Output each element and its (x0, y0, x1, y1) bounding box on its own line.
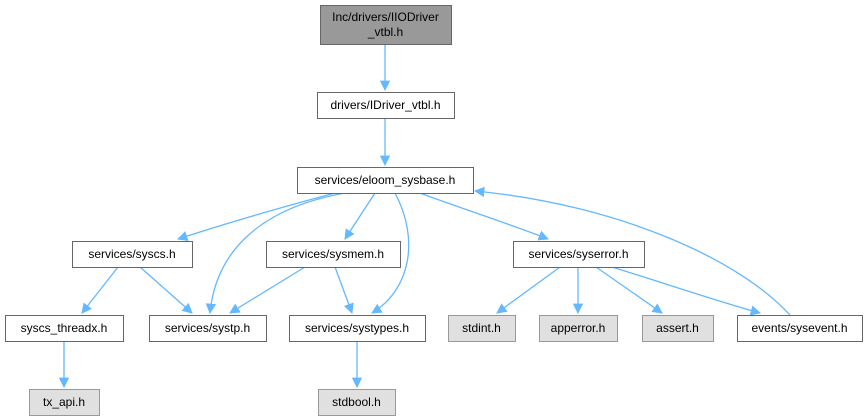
node-box (737, 315, 863, 342)
node-label: _vtbl.h (367, 25, 403, 39)
node-sysmem[interactable]: services/sysmem.h (266, 241, 401, 268)
node-label: assert.h (656, 321, 699, 335)
edge-sysbase-to-systypes (371, 192, 410, 314)
node-syscs_threadx[interactable]: syscs_threadx.h (5, 315, 124, 342)
node-box (266, 241, 401, 268)
edge-sysevent-to-sysbase (473, 186, 791, 316)
node-stdint: stdint.h (448, 315, 516, 342)
edge-sysbase-to-syscs (177, 192, 336, 242)
node-iiodriver: Inc/drivers/IIODriver_vtbl.h (320, 5, 452, 45)
node-box (149, 315, 267, 342)
node-box (318, 389, 396, 416)
node-tx_api: tx_api.h (29, 389, 100, 416)
node-label: stdbool.h (332, 395, 381, 409)
node-systp[interactable]: services/systp.h (149, 315, 267, 342)
node-label: services/sysmem.h (282, 247, 384, 261)
nodes-layer: Inc/drivers/IIODriver_vtbl.h drivers/IDri… (5, 5, 863, 416)
node-label: Inc/drivers/IIODriver (332, 10, 439, 24)
edge-sysmem-to-systypes (334, 266, 354, 314)
node-label: events/sysevent.h (751, 321, 847, 335)
node-box (72, 241, 193, 268)
edge-syserror-to-assert (595, 266, 663, 314)
node-box (5, 315, 124, 342)
edge-syserror-to-stdint (496, 266, 561, 314)
node-box (642, 315, 714, 342)
node-box (317, 92, 455, 119)
edge-sysmem-to-systp (229, 266, 306, 314)
node-box (297, 167, 474, 194)
node-label: syscs_threadx.h (21, 321, 108, 335)
node-syscs[interactable]: services/syscs.h (72, 241, 193, 268)
node-label: services/eloom_sysbase.h (315, 173, 456, 187)
node-label: stdint.h (462, 321, 501, 335)
node-box (539, 315, 618, 342)
node-label: drivers/IDriver_vtbl.h (330, 98, 440, 112)
node-stdbool: stdbool.h (318, 389, 396, 416)
edge-syscs-to-syscs_threadx (81, 266, 119, 314)
node-label: services/systypes.h (305, 321, 409, 335)
edge-sysbase-to-syserror (419, 192, 549, 241)
node-label: services/syserror.h (528, 247, 628, 261)
node-box (289, 315, 426, 342)
edges-layer (58, 44, 791, 389)
node-box (320, 5, 452, 45)
edge-syserror-to-sysevent (611, 266, 762, 316)
node-apperror: apperror.h (539, 315, 618, 342)
node-sysbase[interactable]: services/eloom_sysbase.h (297, 167, 474, 194)
node-box (513, 241, 645, 268)
node-assert: assert.h (642, 315, 714, 342)
node-syserror[interactable]: services/syserror.h (513, 241, 645, 268)
node-label: services/syscs.h (88, 247, 175, 261)
node-label: services/systp.h (165, 321, 250, 335)
node-box (448, 315, 516, 342)
edge-sysbase-to-sysmem (344, 192, 376, 240)
edge-sysbase-to-systp (205, 192, 346, 315)
node-sysevent[interactable]: events/sysevent.h (737, 315, 863, 342)
node-systypes[interactable]: services/systypes.h (289, 315, 426, 342)
node-label: apperror.h (551, 321, 606, 335)
node-label: tx_api.h (43, 395, 85, 409)
edge-syscs-to-systp (139, 266, 193, 314)
node-idriver[interactable]: drivers/IDriver_vtbl.h (317, 92, 455, 119)
node-box (29, 389, 100, 416)
